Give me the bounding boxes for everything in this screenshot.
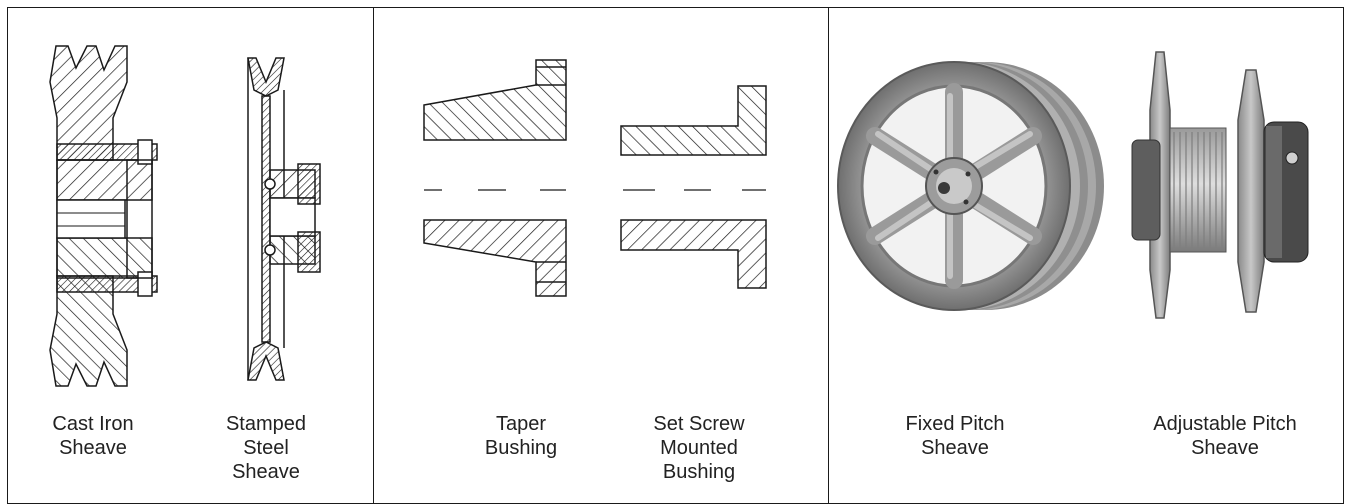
caption-line: Bushing — [662, 461, 736, 483]
taper-bushing-drawing — [423, 59, 567, 297]
caption-line: Taper — [495, 413, 547, 435]
caption-fixed-pitch-sheave: Fixed Pitch Sheave — [885, 412, 1025, 460]
caption-line: Sheave — [921, 437, 989, 459]
caption-line: Sheave — [232, 461, 300, 483]
caption-cast-iron-sheave: Cast Iron Sheave — [28, 412, 158, 460]
caption-line: Sheave — [1191, 437, 1259, 459]
caption-line: Steel — [243, 437, 289, 459]
caption-set-screw-bushing: Set Screw Mounted Bushing — [629, 412, 769, 484]
adjustable-pitch-sheave-image — [1131, 51, 1309, 319]
caption-adjustable-pitch-sheave: Adjustable Pitch Sheave — [1130, 412, 1320, 460]
caption-line: Cast Iron — [52, 413, 134, 435]
caption-taper-bushing: Taper Bushing — [456, 412, 586, 460]
set-screw-bushing-drawing — [620, 85, 767, 289]
caption-line: Mounted — [660, 437, 738, 459]
stamped-steel-sheave-drawing — [247, 57, 321, 381]
fixed-pitch-sheave-image — [837, 61, 1104, 311]
caption-line: Adjustable Pitch — [1153, 413, 1297, 435]
cast-iron-sheave-drawing — [49, 45, 158, 387]
caption-line: Bushing — [484, 437, 558, 459]
caption-line: Stamped — [225, 413, 307, 435]
caption-stamped-steel-sheave: Stamped Steel Sheave — [208, 412, 324, 484]
caption-line: Fixed Pitch — [905, 413, 1005, 435]
caption-line: Set Screw — [653, 413, 745, 435]
caption-line: Sheave — [59, 437, 127, 459]
